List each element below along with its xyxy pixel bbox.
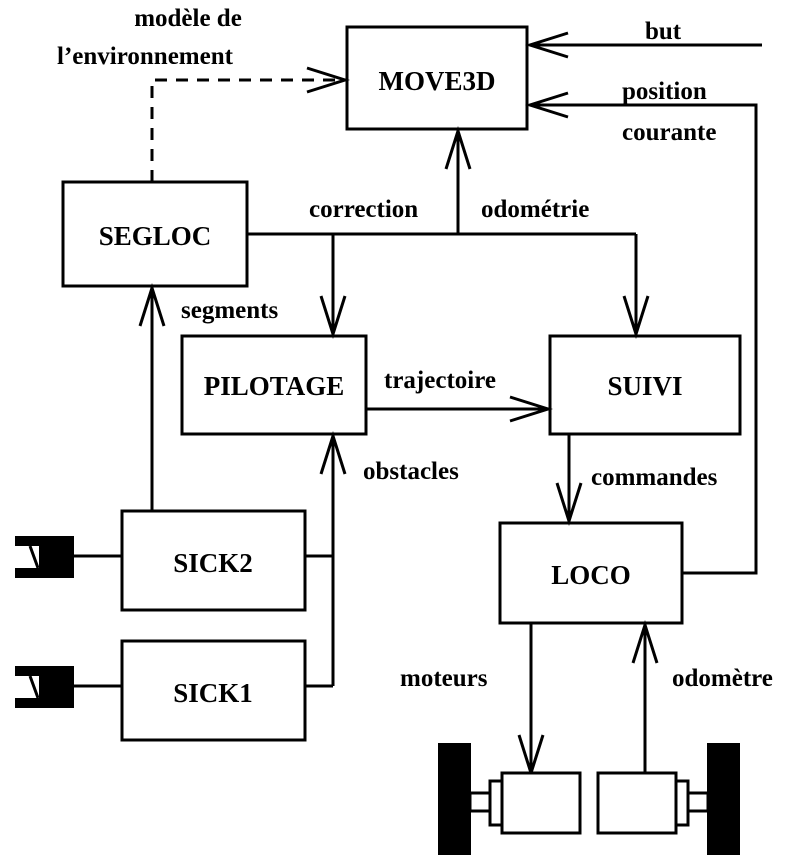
correction-label: correction (309, 196, 418, 223)
sick1-laser-icon (15, 666, 122, 708)
left-motor-icon (468, 771, 582, 835)
move3d-label: MOVE3D (379, 66, 496, 96)
odometre-label: odomètre (672, 665, 773, 692)
pilotage-label: PILOTAGE (204, 371, 345, 401)
position-label: position (622, 78, 707, 105)
trajectoire-arrow (366, 395, 553, 423)
trajectoire-label: trajectoire (384, 367, 496, 394)
obstacles-label: obstacles (363, 458, 459, 485)
commandes-label: commandes (591, 464, 718, 491)
right-motor-icon (596, 771, 710, 835)
but-arrow (525, 31, 762, 59)
pilotage-module: PILOTAGE (180, 334, 368, 436)
bus-to-pilotage-arrow (319, 234, 347, 339)
sick2-to-segloc-arrow (138, 283, 166, 511)
modele-label-line2: l’environnement (57, 43, 234, 70)
suivi-module: SUIVI (548, 334, 742, 436)
segments-label: segments (181, 297, 278, 324)
segloc-label: SEGLOC (99, 221, 212, 251)
move3d-module: MOVE3D (345, 25, 529, 131)
obstacles-arrow (305, 431, 347, 688)
courante-label: courante (622, 119, 716, 146)
sick1-label: SICK1 (173, 678, 253, 708)
correction-to-move3d-arrow (444, 126, 472, 234)
commandes-arrow (555, 434, 583, 526)
moteurs-arrow (517, 623, 545, 778)
loco-label: LOCO (551, 560, 631, 590)
but-label: but (645, 18, 682, 45)
loco-module: LOCO (498, 521, 684, 625)
modele-label-line1: modèle de (134, 5, 242, 32)
suivi-label: SUIVI (607, 371, 682, 401)
sick2-label: SICK2 (173, 548, 253, 578)
odometrie-label: odométrie (481, 196, 589, 223)
bus-to-suivi-arrow (622, 234, 650, 339)
environment-model-arrow (150, 66, 350, 182)
sick1-module: SICK1 (120, 639, 307, 742)
sick2-laser-icon (15, 536, 122, 578)
moteurs-label: moteurs (400, 665, 488, 692)
segloc-module: SEGLOC (61, 180, 249, 288)
right-wheel-icon (707, 743, 740, 855)
odometre-arrow (631, 620, 659, 773)
left-wheel-icon (438, 743, 471, 855)
sick2-module: SICK2 (120, 509, 307, 612)
position-courante-arrow (525, 91, 758, 575)
